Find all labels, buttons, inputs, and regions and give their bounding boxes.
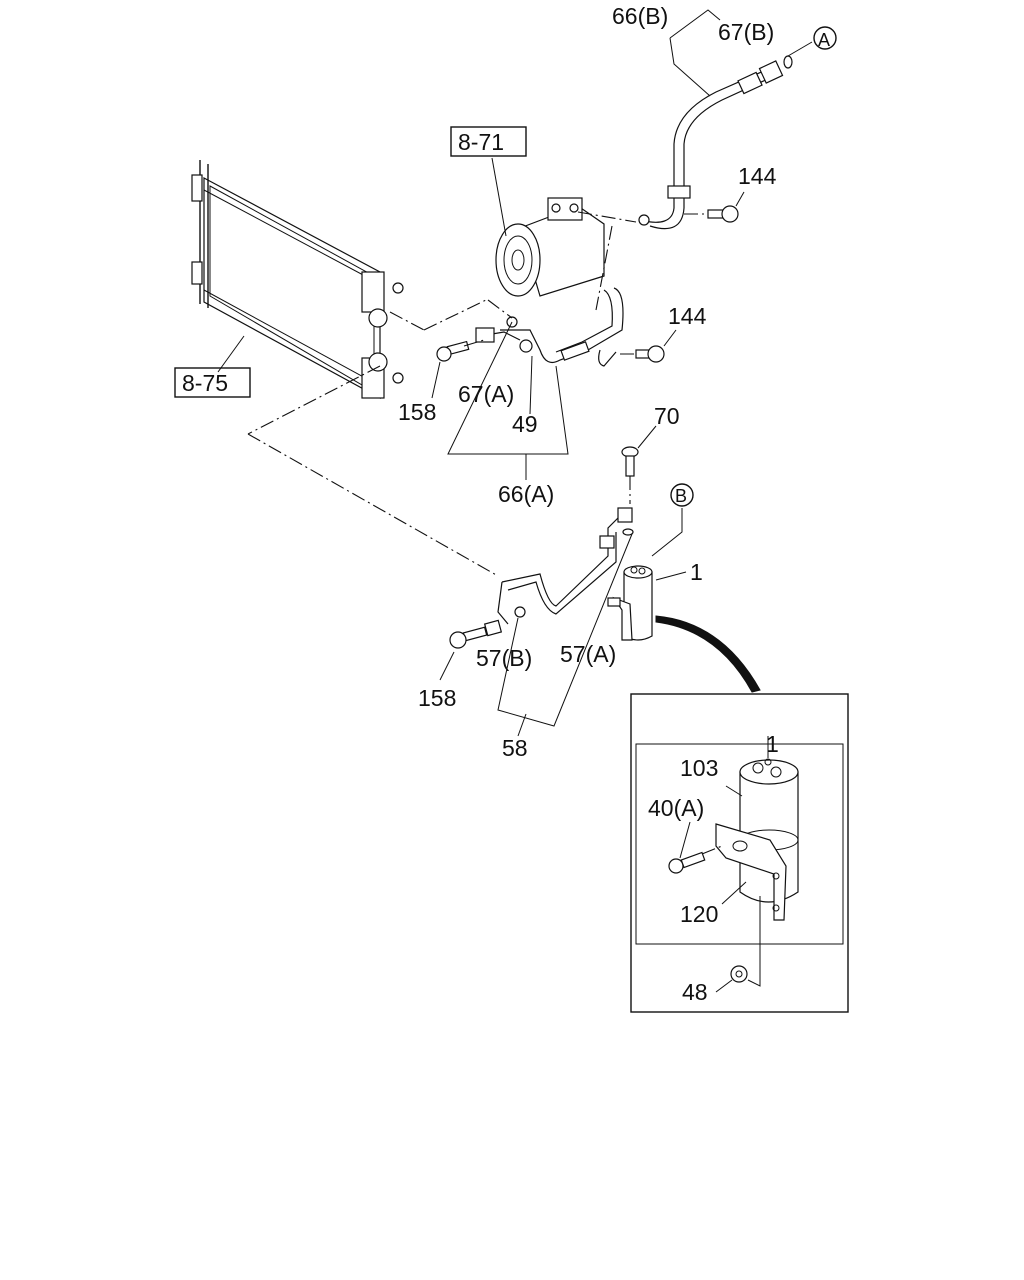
label-144-mid: 144 — [668, 303, 707, 329]
label-67b: 67(B) — [718, 19, 774, 45]
label-70: 70 — [654, 403, 680, 429]
bolt-70 — [621, 446, 639, 504]
label-a: A — [818, 30, 830, 50]
label-120: 120 — [680, 901, 718, 927]
label-8-75: 8-75 — [182, 370, 228, 396]
ref-box-8-75 — [174, 367, 251, 398]
label-b: B — [675, 486, 687, 506]
ref-circle-b — [670, 483, 694, 507]
liquid-line — [497, 507, 634, 625]
suction-hose — [638, 55, 793, 230]
label-57a: 57(A) — [560, 641, 616, 667]
label-103: 103 — [680, 755, 718, 781]
leader-lines — [217, 9, 813, 737]
label-1: 1 — [690, 559, 703, 585]
label-158-bottom: 158 — [418, 685, 456, 711]
compressor — [495, 197, 637, 297]
bolt-158-top — [436, 339, 485, 362]
label-8-71: 8-71 — [458, 129, 504, 155]
receiver-drier — [607, 565, 653, 641]
bolt-144-top — [684, 205, 739, 223]
label-48: 48 — [682, 979, 708, 1005]
label-58: 58 — [502, 735, 528, 761]
ref-circle-a — [813, 26, 837, 50]
label-49: 49 — [512, 411, 538, 437]
label-66b: 66(B) — [612, 3, 668, 29]
detail-box — [630, 693, 849, 1013]
label-158-top: 158 — [398, 399, 436, 425]
label-40a: 40(A) — [648, 795, 704, 821]
bolt-158-bottom — [449, 619, 503, 649]
ref-box-8-71 — [450, 126, 527, 157]
label-57b: 57(B) — [476, 645, 532, 671]
label-67a: 67(A) — [458, 381, 514, 407]
bolt-144-mid — [620, 345, 665, 363]
label-66a: 66(A) — [498, 481, 554, 507]
label-144-top: 144 — [738, 163, 777, 189]
discharge-hose — [475, 225, 624, 367]
label-1-detail: 1 — [766, 731, 779, 757]
condenser — [191, 160, 404, 400]
